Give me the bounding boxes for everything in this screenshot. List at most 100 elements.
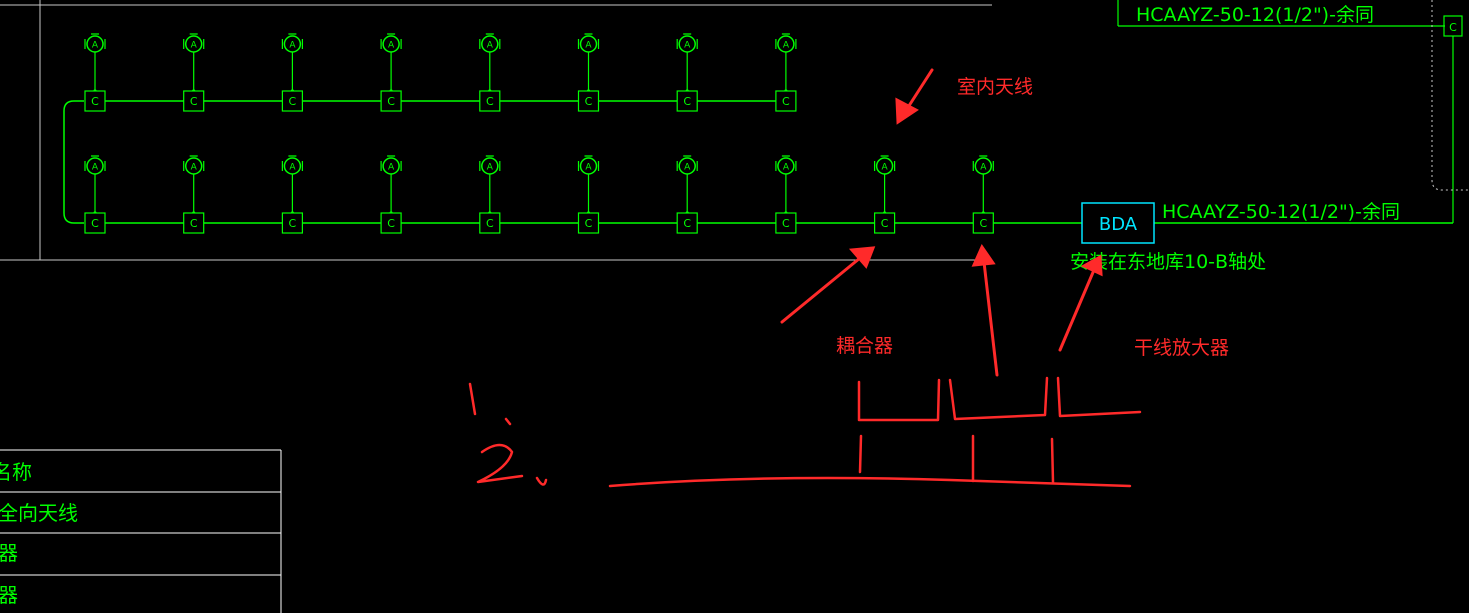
antenna-letter: A xyxy=(882,163,889,173)
omni-antenna-icon[interactable]: A xyxy=(84,33,106,53)
omni-antenna-icon[interactable]: A xyxy=(479,155,501,175)
antenna-letter: A xyxy=(783,163,790,173)
omni-antenna-icon[interactable]: A xyxy=(281,33,303,53)
antenna-coupler-unit[interactable]: AC xyxy=(281,33,303,112)
coupler-icon[interactable]: C xyxy=(577,90,600,112)
omni-antenna-icon[interactable]: A xyxy=(874,155,896,175)
antenna-coupler-unit[interactable]: AC xyxy=(775,155,797,234)
antenna-letter: A xyxy=(388,163,395,173)
coupler-icon[interactable]: C xyxy=(281,90,303,112)
cable-label-top: HCAAYZ-50-12(1/2")-余同 xyxy=(1136,4,1374,26)
omni-antenna-icon[interactable]: A xyxy=(380,33,402,53)
antenna-coupler-unit[interactable]: AC xyxy=(775,33,797,112)
antenna-coupler-unit[interactable]: AC xyxy=(380,33,402,112)
right-riser xyxy=(1117,0,1454,223)
antenna-coupler-unit[interactable]: AC xyxy=(676,33,698,112)
coupler-letter: C xyxy=(190,95,198,108)
antenna-letter: A xyxy=(289,163,296,173)
omni-antenna-icon[interactable]: A xyxy=(577,33,600,53)
antenna-coupler-unit[interactable]: AC xyxy=(281,155,303,234)
bda-label: BDA xyxy=(1099,214,1138,235)
label-trunk-amplifier: 干线放大器 xyxy=(1134,337,1229,359)
label-indoor-antenna: 室内天线 xyxy=(957,76,1033,98)
bda-amplifier[interactable]: BDA xyxy=(1081,202,1155,244)
coupler-icon[interactable]: C xyxy=(873,212,896,234)
antenna-coupler-unit[interactable]: AC xyxy=(577,33,600,112)
coupler-icon[interactable]: C xyxy=(972,212,994,234)
coupler-letter: C xyxy=(881,217,889,230)
dashed-riser xyxy=(1431,0,1469,191)
antenna-coupler-unit[interactable]: AC xyxy=(84,33,106,112)
antenna-letter: A xyxy=(487,163,494,173)
coupler-letter: C xyxy=(585,217,593,230)
antenna-letter: A xyxy=(585,163,592,173)
omni-antenna-icon[interactable]: A xyxy=(479,33,501,53)
antenna-coupler-unit[interactable]: AC xyxy=(972,155,994,234)
coupler-icon[interactable]: C xyxy=(281,212,303,234)
coupler-icon[interactable]: C xyxy=(183,90,205,112)
coupler-icon[interactable]: C xyxy=(183,212,205,234)
top-trunk-line xyxy=(63,100,778,224)
antenna-letter: A xyxy=(388,41,395,51)
antenna-letter: A xyxy=(92,163,99,173)
legend-row: 器 xyxy=(0,541,18,565)
antenna-letter: A xyxy=(783,41,790,51)
coupler-icon[interactable]: C xyxy=(577,212,600,234)
omni-antenna-icon[interactable]: A xyxy=(577,155,600,175)
antenna-coupler-unit[interactable]: AC xyxy=(84,155,106,234)
coupler-letter: C xyxy=(289,217,297,230)
riser-coupler-letter: C xyxy=(1449,21,1457,34)
antenna-letter: A xyxy=(487,41,494,51)
omni-antenna-icon[interactable]: A xyxy=(281,155,303,175)
coupler-icon[interactable]: C xyxy=(775,90,797,112)
coupler-icon[interactable]: C xyxy=(380,212,402,234)
cable-label-mid: HCAAYZ-50-12(1/2")-余同 xyxy=(1162,201,1400,223)
antenna-coupler-unit[interactable]: AC xyxy=(676,155,698,234)
coupler-letter: C xyxy=(585,95,593,108)
coupler-icon[interactable]: C xyxy=(676,90,698,112)
omni-antenna-icon[interactable]: A xyxy=(183,155,205,175)
antenna-coupler-unit[interactable]: AC xyxy=(479,155,501,234)
coupler-letter: C xyxy=(683,95,691,108)
antenna-letter: A xyxy=(684,41,691,51)
coupler-icon[interactable]: C xyxy=(479,212,501,234)
riser-coupler[interactable]: C xyxy=(1443,15,1463,37)
antenna-coupler-unit[interactable]: AC xyxy=(380,155,402,234)
omni-antenna-icon[interactable]: A xyxy=(775,33,797,53)
antenna-letter: A xyxy=(191,41,198,51)
coupler-icon[interactable]: C xyxy=(479,90,501,112)
antenna-coupler-unit[interactable]: AC xyxy=(183,33,205,112)
coupler-letter: C xyxy=(486,95,494,108)
antenna-coupler-unit[interactable]: AC xyxy=(577,155,600,234)
legend-row: 名称 xyxy=(0,460,32,484)
omni-antenna-icon[interactable]: A xyxy=(676,155,698,175)
omni-antenna-icon[interactable]: A xyxy=(676,33,698,53)
coupler-icon[interactable]: C xyxy=(380,90,402,112)
drawing-frame xyxy=(0,0,992,261)
antenna-letter: A xyxy=(980,163,987,173)
coupler-icon[interactable]: C xyxy=(84,90,106,112)
coupler-icon[interactable]: C xyxy=(676,212,698,234)
omni-antenna-icon[interactable]: A xyxy=(775,155,797,175)
legend-row: 全向天线 xyxy=(0,501,78,525)
coupler-icon[interactable]: C xyxy=(775,212,797,234)
omni-antenna-icon[interactable]: A xyxy=(380,155,402,175)
install-note: 安装在东地库10-B轴处 xyxy=(1070,251,1266,273)
label-coupler: 耦合器 xyxy=(836,335,893,357)
antenna-coupler-unit[interactable]: AC xyxy=(183,155,205,234)
coupler-letter: C xyxy=(486,217,494,230)
antenna-letter: A xyxy=(684,163,691,173)
omni-antenna-icon[interactable]: A xyxy=(183,33,205,53)
antenna-coupler-unit[interactable]: AC xyxy=(873,155,896,234)
coupler-letter: C xyxy=(683,217,691,230)
coupler-icon[interactable]: C xyxy=(84,212,106,234)
antenna-coupler-unit[interactable]: AC xyxy=(479,33,501,112)
omni-antenna-icon[interactable]: A xyxy=(84,155,106,175)
legend-row: 器 xyxy=(0,583,18,607)
coupler-letter: C xyxy=(387,95,395,108)
omni-antenna-icon[interactable]: A xyxy=(972,155,994,175)
legend-table xyxy=(0,449,282,613)
